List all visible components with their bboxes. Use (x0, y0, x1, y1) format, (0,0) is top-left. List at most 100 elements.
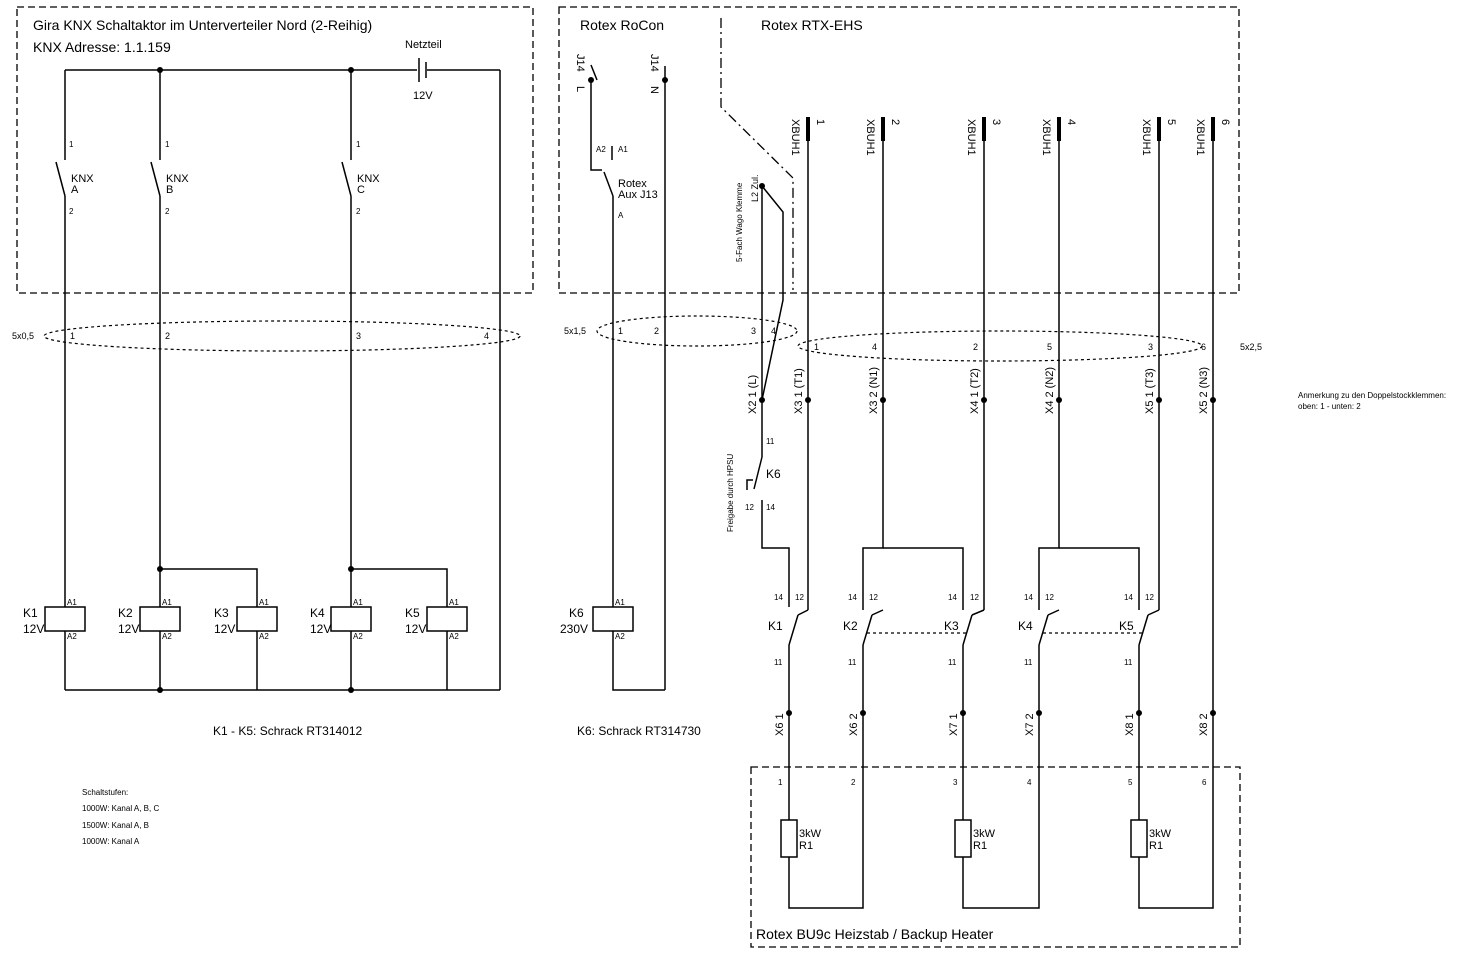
svg-text:1: 1 (356, 140, 361, 149)
svg-text:X8 2: X8 2 (1198, 713, 1210, 736)
caption-k1-k5: K1 - K5: Schrack RT314012 (213, 724, 363, 738)
svg-text:X6 1: X6 1 (774, 713, 786, 736)
svg-text:5: 5 (1165, 119, 1177, 125)
rtx-contact-k5: 14 12 K5 11 (1119, 593, 1160, 713)
branch-k3 (160, 568, 258, 607)
svg-text:4: 4 (771, 326, 776, 336)
svg-text:A: A (71, 184, 79, 196)
svg-text:4: 4 (484, 331, 489, 341)
svg-text:14: 14 (948, 593, 957, 602)
svg-text:X4 1 (T2): X4 1 (T2) (969, 368, 981, 414)
svg-text:1500W: Kanal A, B: 1500W: Kanal A, B (82, 821, 149, 830)
svg-text:A2: A2 (162, 632, 172, 641)
svg-text:1: 1 (69, 140, 74, 149)
svg-text:Schaltstufen:: Schaltstufen: (82, 788, 128, 797)
svg-text:C: C (357, 184, 365, 196)
svg-text:12: 12 (795, 593, 804, 602)
svg-text:XBUH1: XBUH1 (789, 119, 801, 156)
svg-text:11: 11 (1124, 658, 1133, 667)
svg-text:KNX: KNX (166, 173, 189, 185)
svg-text:3: 3 (953, 778, 958, 787)
svg-text:5-Fach Wago Klemme: 5-Fach Wago Klemme (735, 182, 744, 262)
svg-text:A: A (618, 211, 624, 220)
knx-contact-b: 1 KNX B 2 (150, 70, 189, 607)
svg-text:3: 3 (356, 331, 361, 341)
svg-text:12: 12 (1145, 593, 1154, 602)
svg-text:X6 2: X6 2 (848, 713, 860, 736)
relay-coil-k3: A1 A2 K3 12V (214, 598, 278, 690)
svg-text:1: 1 (70, 331, 75, 341)
svg-text:K1: K1 (768, 619, 783, 633)
supply-label: Netzteil (405, 39, 442, 51)
svg-text:B: B (166, 184, 173, 196)
svg-text:11: 11 (774, 658, 783, 667)
svg-text:XBUH1: XBUH1 (1040, 119, 1052, 156)
svg-text:Rotex: Rotex (618, 178, 647, 190)
svg-text:5: 5 (1128, 778, 1133, 787)
svg-text:1: 1 (165, 140, 170, 149)
heater-title: Rotex BU9c Heizstab / Backup Heater (756, 926, 994, 942)
svg-text:Anmerkung zu den Doppelstockkl: Anmerkung zu den Doppelstockklemmen: (1298, 391, 1446, 400)
svg-text:X5 1 (T3): X5 1 (T3) (1144, 368, 1156, 414)
svg-text:K2: K2 (843, 619, 858, 633)
knx-contact-a: 1 KNX A 2 (55, 70, 94, 607)
svg-text:11: 11 (948, 658, 957, 667)
heater-pins: 1 2 3 4 5 6 (778, 778, 1207, 787)
svg-text:2: 2 (973, 342, 978, 352)
gira-enclosure (16, 6, 534, 294)
svg-text:KNX: KNX (71, 173, 94, 185)
svg-text:L2 Zul.: L2 Zul. (750, 174, 760, 202)
svg-text:A1: A1 (259, 598, 269, 607)
svg-text:K3: K3 (944, 619, 959, 633)
relay-coil-k6: A1 A2 K6 230V (560, 598, 665, 691)
rtx-contact-k4: 14 12 K4 11 (1018, 593, 1060, 713)
svg-text:6: 6 (1202, 778, 1207, 787)
svg-text:K5: K5 (405, 606, 420, 620)
relay-coil-k4: A1 A2 K4 12V (310, 598, 372, 690)
svg-text:A1: A1 (618, 145, 628, 154)
svg-text:230V: 230V (560, 622, 588, 636)
svg-text:14: 14 (848, 593, 857, 602)
svg-text:X8 1: X8 1 (1124, 713, 1136, 736)
svg-text:K6: K6 (766, 467, 781, 481)
rtx-contact-k1: 14 12 K1 11 (768, 593, 809, 713)
svg-text:J14: J14 (574, 54, 586, 72)
cable-5x15: 5x1,5 1 2 3 4 (564, 315, 798, 347)
svg-text:2: 2 (889, 119, 901, 125)
svg-text:5x2,5: 5x2,5 (1240, 342, 1262, 352)
rtx-contact-wiring (807, 400, 1214, 713)
svg-text:1000W: Kanal A, B, C: 1000W: Kanal A, B, C (82, 804, 159, 813)
svg-text:12V: 12V (23, 622, 44, 636)
svg-text:2: 2 (69, 207, 74, 216)
svg-text:6: 6 (1219, 119, 1231, 125)
svg-text:J14: J14 (648, 54, 660, 72)
relay-coil-k5: A1 A2 K5 12V (405, 598, 468, 690)
svg-text:A2: A2 (615, 632, 625, 641)
svg-text:3kW: 3kW (973, 828, 996, 840)
svg-text:12: 12 (1045, 593, 1054, 602)
gira-address: KNX Adresse: 1.1.159 (33, 39, 171, 55)
svg-text:X7 1: X7 1 (948, 713, 960, 736)
svg-text:14: 14 (774, 593, 783, 602)
svg-text:A2: A2 (449, 632, 459, 641)
battery-symbol (418, 58, 427, 82)
svg-text:K4: K4 (1018, 619, 1033, 633)
svg-text:XBUH1: XBUH1 (1194, 119, 1206, 156)
svg-text:A2: A2 (596, 145, 606, 154)
svg-text:A2: A2 (353, 632, 363, 641)
svg-text:K5: K5 (1119, 619, 1134, 633)
svg-text:11: 11 (848, 658, 857, 667)
supply-voltage: 12V (413, 90, 433, 102)
relay-coil-k2: A1 A2 K2 12V (118, 598, 181, 690)
svg-text:14: 14 (1024, 593, 1033, 602)
svg-text:11: 11 (1024, 658, 1033, 667)
branch-k5 (351, 568, 448, 607)
x-terminals: X6 1 X6 2 X7 1 X7 2 X8 1 X8 2 (774, 710, 1216, 736)
svg-text:K4: K4 (310, 606, 325, 620)
rocon-title: Rotex RoCon (580, 17, 664, 33)
svg-text:K1: K1 (23, 606, 38, 620)
xbuh-connectors: XBUH1 1 XBUH1 2 XBUH1 3 XBUH1 4 XBUH1 5 … (789, 117, 1231, 156)
svg-text:12V: 12V (310, 622, 331, 636)
svg-text:2: 2 (165, 207, 170, 216)
svg-text:Aux J13: Aux J13 (618, 189, 658, 201)
